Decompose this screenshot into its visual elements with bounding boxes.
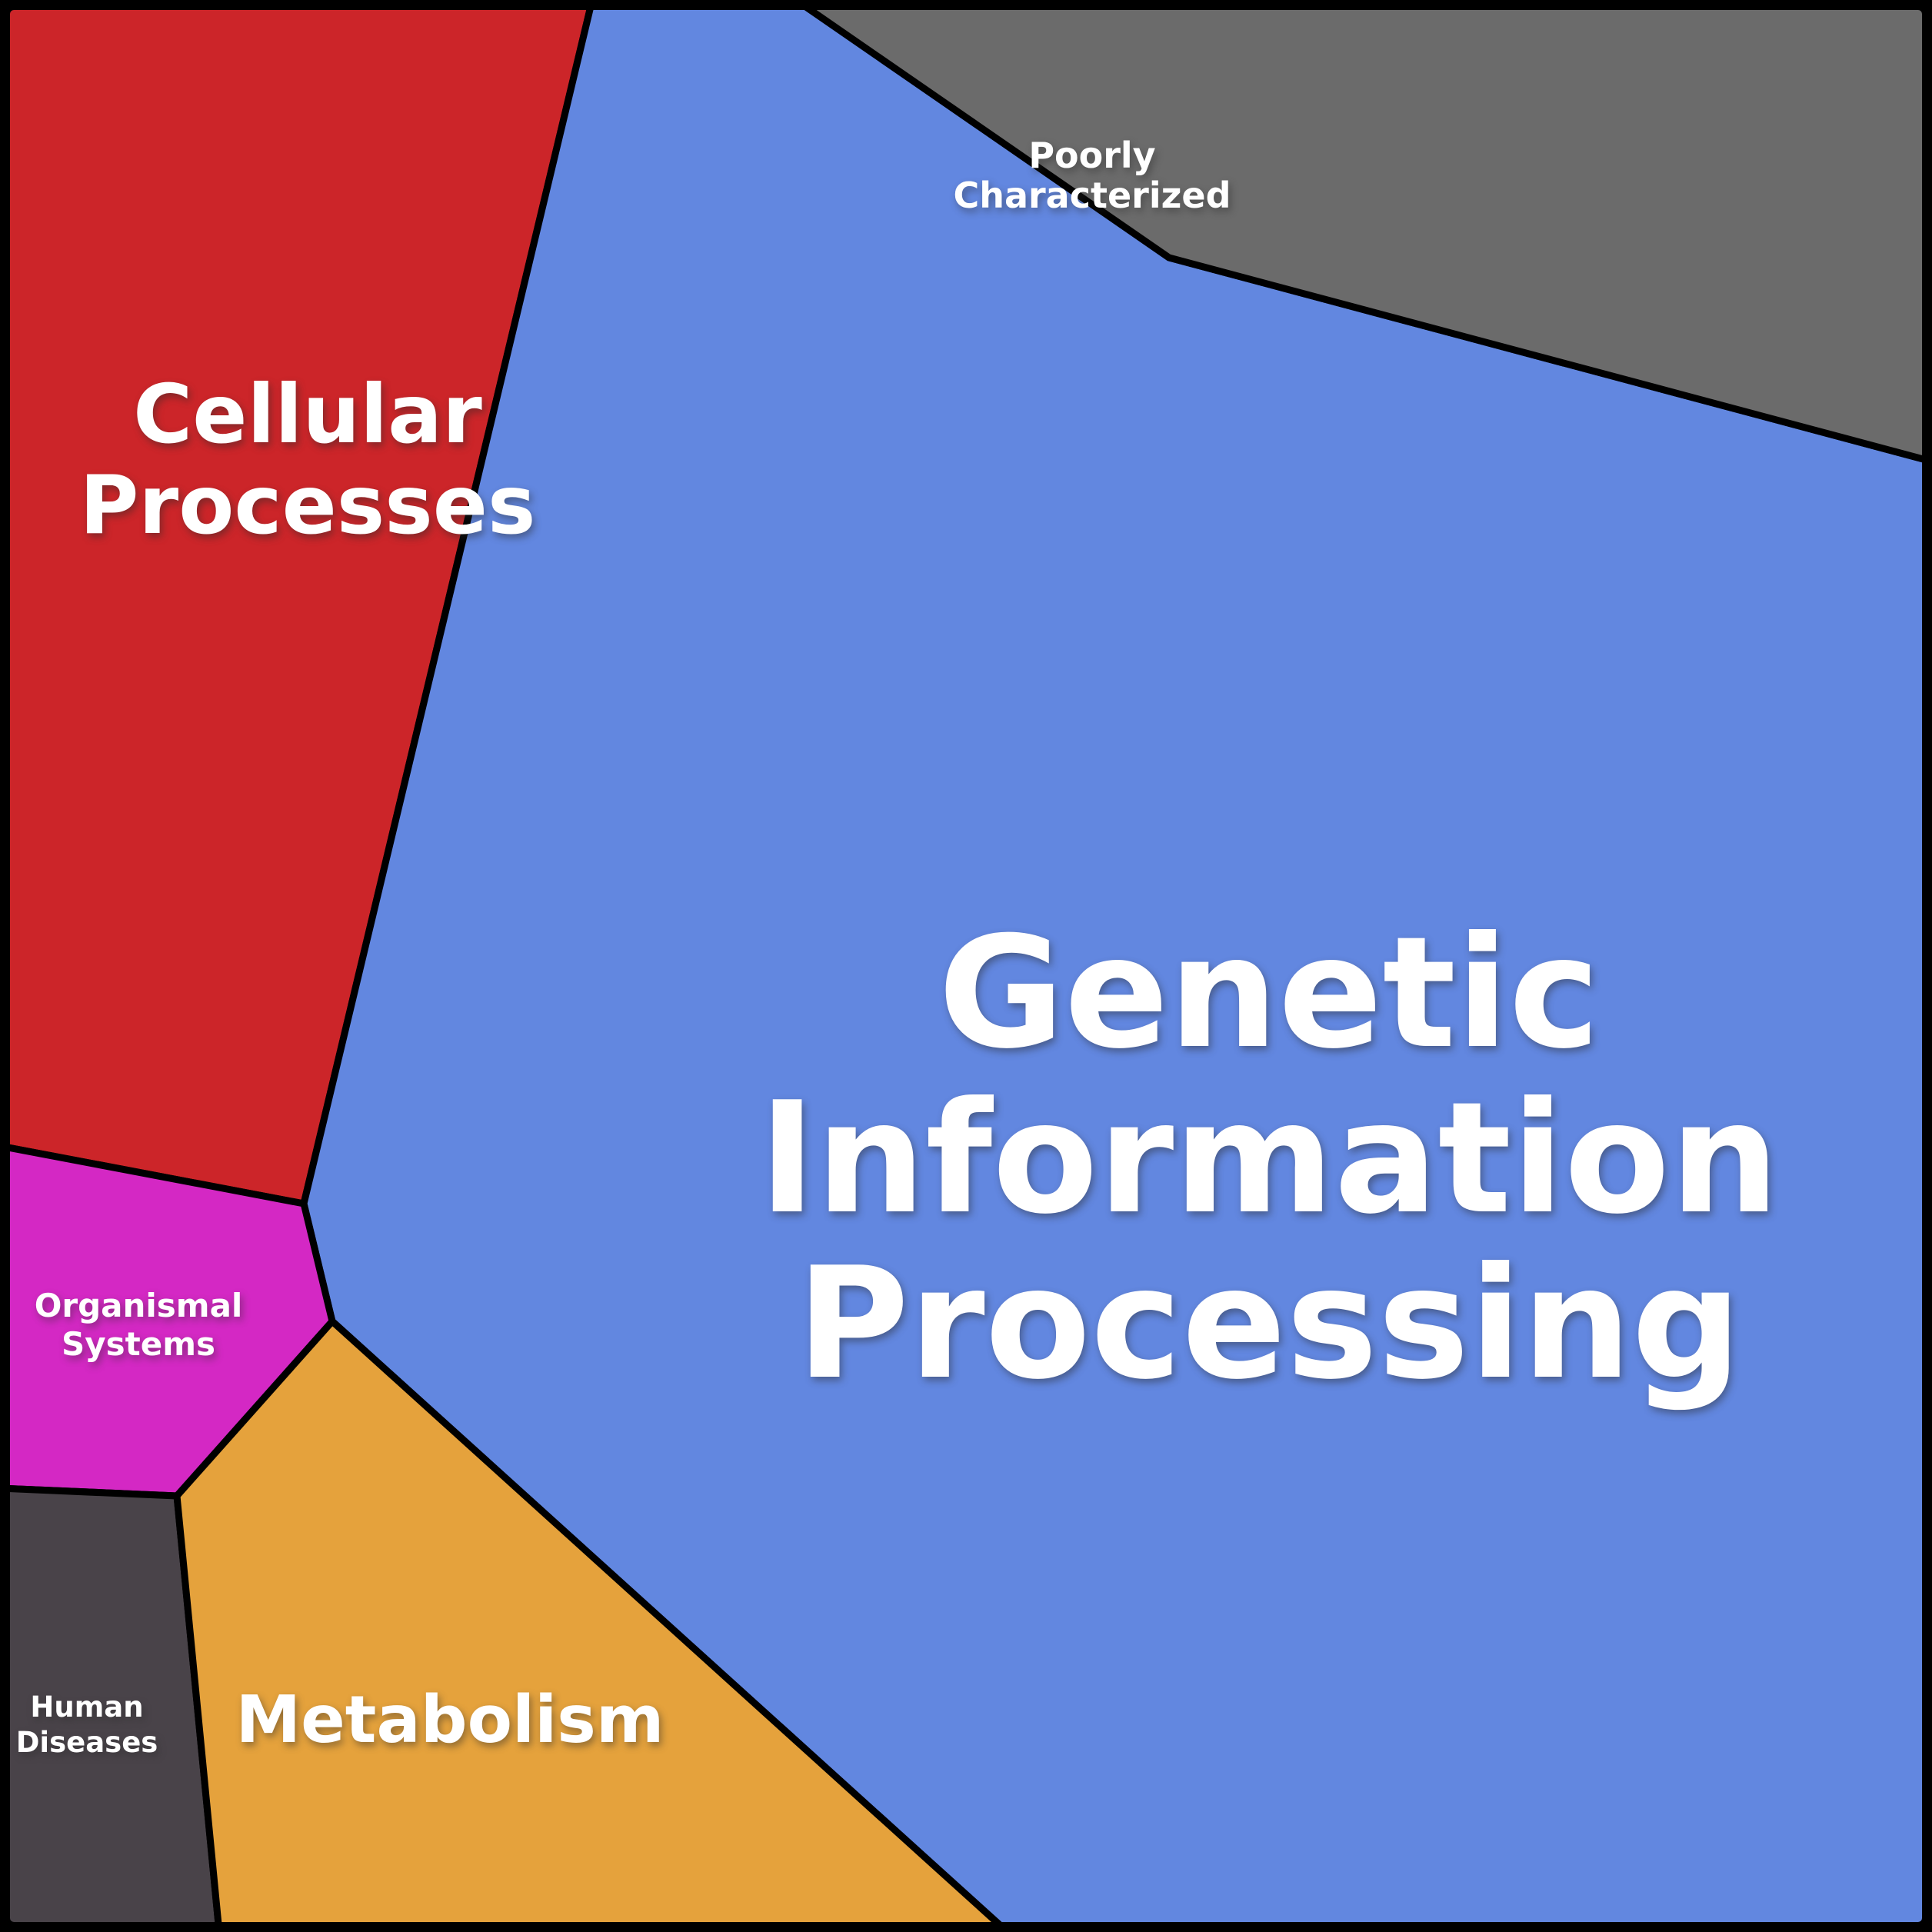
region-metabolism (173, 1317, 1011, 1932)
region-label-metabolism: Metabolism (236, 1682, 665, 1758)
region-human-diseases (0, 1484, 223, 1932)
region-poorly-characterized (792, 0, 1932, 465)
